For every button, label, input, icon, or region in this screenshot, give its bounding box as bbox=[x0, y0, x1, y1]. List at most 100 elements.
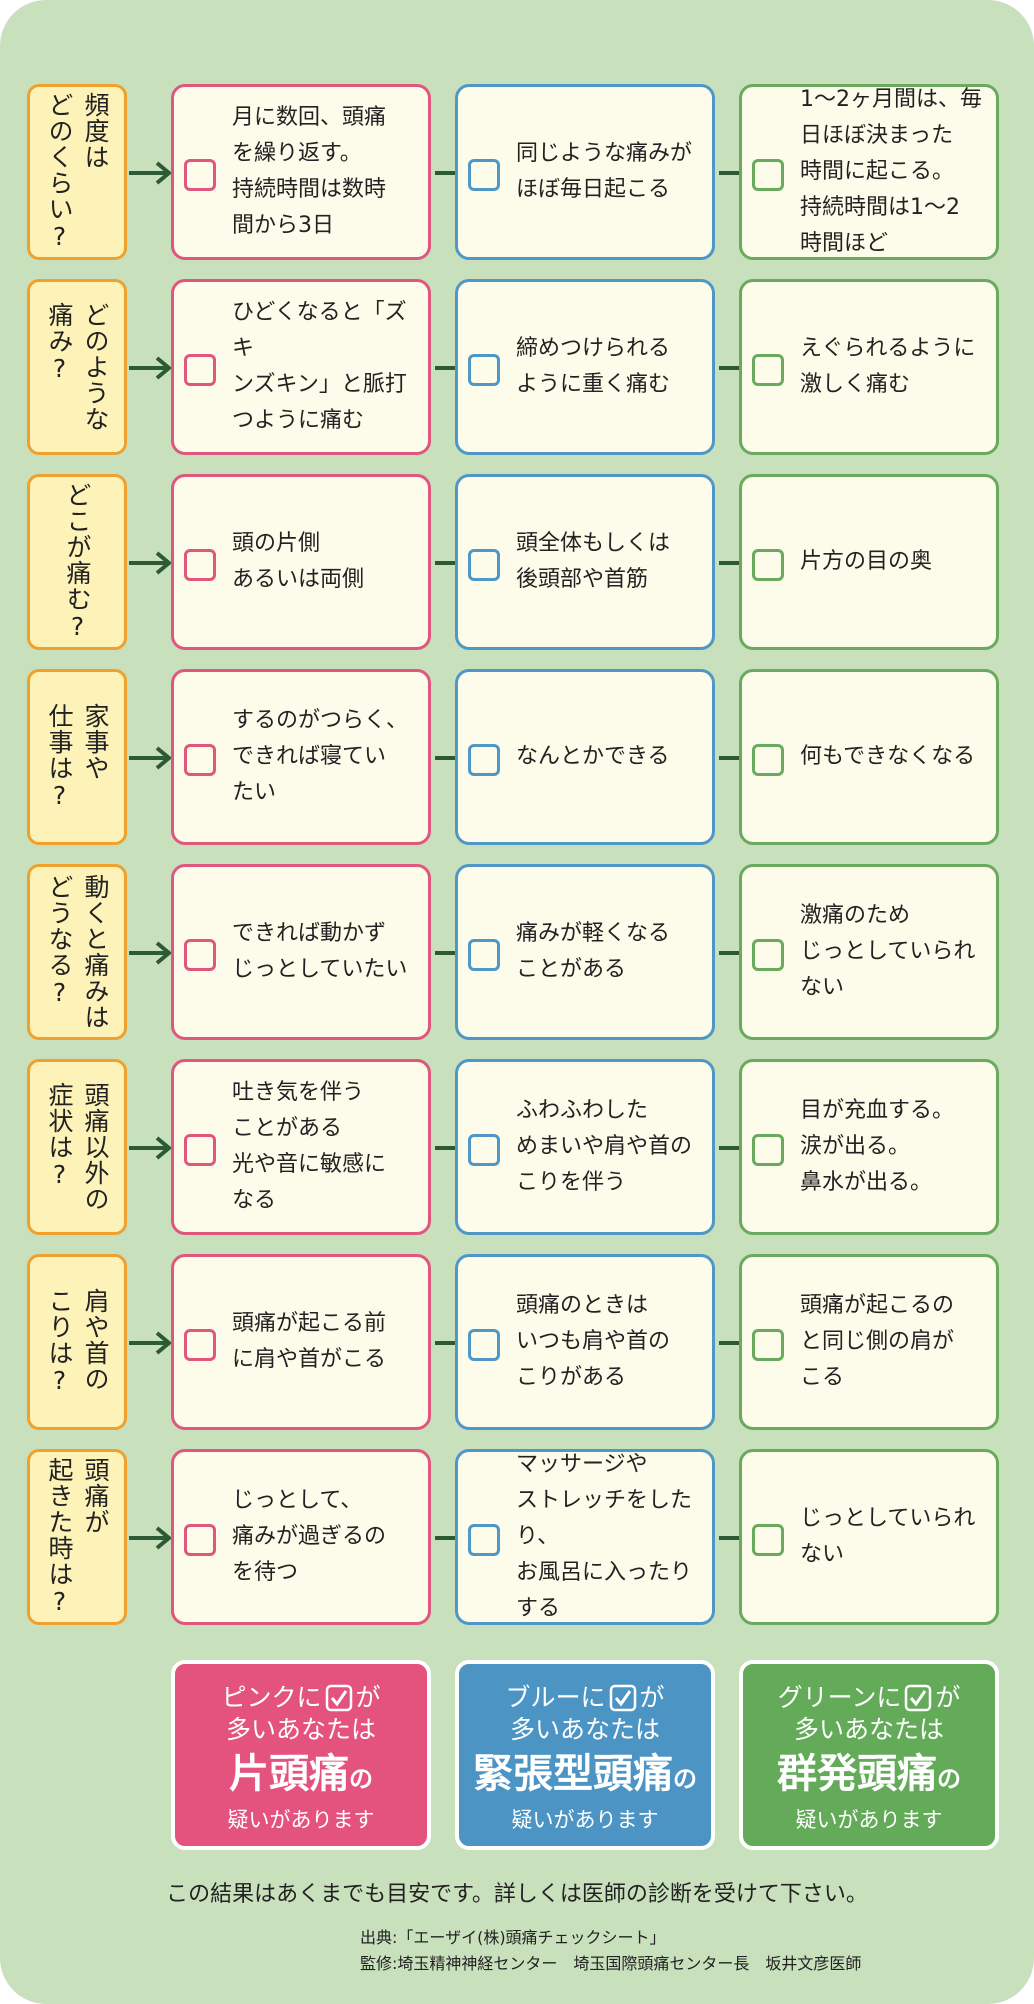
result-color-label: ブルーに bbox=[505, 1683, 606, 1712]
result-ga: が bbox=[639, 1683, 665, 1712]
option-migraine[interactable]: ひどくなると「ズキ ンズキン」と脈打 つように痛む bbox=[171, 279, 431, 455]
option-text: 激痛のため じっとしていられ ない bbox=[800, 903, 976, 1000]
option-cluster[interactable]: 何もできなくなる bbox=[739, 669, 999, 845]
connector-line bbox=[435, 951, 455, 955]
checkbox[interactable] bbox=[184, 744, 216, 776]
checkbox[interactable] bbox=[184, 1134, 216, 1166]
arrow-right-icon bbox=[127, 743, 173, 773]
connector-line bbox=[435, 1341, 455, 1345]
checklist-row: 肩や首の こりは? 頭痛が起こる前 に肩や首がこる 頭痛のときは いつも肩や首の こ… bbox=[0, 1254, 1034, 1434]
option-text: するのがつらく、 できれば寝てい たい bbox=[232, 708, 409, 805]
checklist-row: 頭痛が 起きた時は?じっとして、 痛みが過ぎるの を待つマッサージや ストレッチ… bbox=[0, 1449, 1034, 1629]
checkbox[interactable] bbox=[752, 1134, 784, 1166]
option-migraine[interactable]: 吐き気を伴う ことがある 光や音に敏感に なる bbox=[171, 1059, 431, 1235]
option-migraine[interactable]: 頭の片側 あるいは両側 bbox=[171, 474, 431, 650]
option-text: 片方の目の奥 bbox=[800, 549, 933, 574]
result-tension-headache: ブルーにが 多いあなたは 緊張型頭痛の 疑いがあります bbox=[455, 1660, 715, 1850]
option-tension[interactable]: 頭痛のときは いつも肩や首の こりがある bbox=[455, 1254, 715, 1430]
option-cluster[interactable]: 激痛のため じっとしていられ ない bbox=[739, 864, 999, 1040]
result-color-label: グリーンに bbox=[777, 1683, 902, 1712]
disclaimer-note: この結果はあくまでも目安です。詳しくは医師の診断を受けて下さい。 bbox=[166, 1882, 868, 1907]
result-line4: 疑いがあります bbox=[227, 1808, 375, 1832]
result-color-label: ピンクに bbox=[221, 1683, 322, 1712]
result-name: 片頭痛 bbox=[229, 1751, 349, 1797]
result-no: の bbox=[349, 1765, 373, 1793]
checkbox[interactable] bbox=[468, 744, 500, 776]
checkbox[interactable] bbox=[468, 1524, 500, 1556]
checkbox[interactable] bbox=[468, 939, 500, 971]
connector-line bbox=[435, 756, 455, 760]
option-text: 頭の片側 あるいは両側 bbox=[232, 531, 365, 592]
option-migraine[interactable]: できれば動かず じっとしていたい bbox=[171, 864, 431, 1040]
question-text: 動くと痛みは どうなる? bbox=[45, 874, 110, 1030]
checkbox[interactable] bbox=[184, 1524, 216, 1556]
option-migraine[interactable]: するのがつらく、 できれば寝てい たい bbox=[171, 669, 431, 845]
checkbox[interactable] bbox=[184, 354, 216, 386]
option-text: 締めつけられる ように重く痛む bbox=[516, 336, 671, 397]
option-text: 何もできなくなる bbox=[800, 744, 976, 769]
option-migraine[interactable]: 月に数回、頭痛 を繰り返す。 持続時間は数時 間から3日 bbox=[171, 84, 431, 260]
option-cluster[interactable]: 片方の目の奥 bbox=[739, 474, 999, 650]
option-text: じっとしていられ ない bbox=[800, 1506, 976, 1567]
option-text: ひどくなると「ズキ ンズキン」と脈打 つように痛む bbox=[232, 300, 407, 433]
checkbox[interactable] bbox=[468, 354, 500, 386]
checklist-row: どこが痛む?頭の片側 あるいは両側頭全体もしくは 後頭部や首筋片方の目の奥 bbox=[0, 474, 1034, 654]
connector-line bbox=[435, 561, 455, 565]
checkbox[interactable] bbox=[752, 159, 784, 191]
checkbox[interactable] bbox=[468, 549, 500, 581]
option-tension[interactable]: 痛みが軽くなる ことがある bbox=[455, 864, 715, 1040]
option-text: できれば動かず じっとしていたい bbox=[232, 921, 408, 982]
option-tension[interactable]: マッサージや ストレッチをしたり、 お風呂に入ったり する bbox=[455, 1449, 715, 1625]
checkbox[interactable] bbox=[752, 939, 784, 971]
option-text: 頭全体もしくは 後頭部や首筋 bbox=[516, 531, 671, 592]
checkbox[interactable] bbox=[184, 549, 216, 581]
arrow-right-icon bbox=[127, 1133, 173, 1163]
option-text: なんとかできる bbox=[516, 744, 670, 769]
checkmark-icon bbox=[609, 1684, 636, 1712]
question-label: 肩や首の こりは? bbox=[27, 1254, 127, 1430]
result-cluster-headache: グリーンにが 多いあなたは 群発頭痛の 疑いがあります bbox=[739, 1660, 999, 1850]
option-text: 目が充血する。 涙が出る。 鼻水が出る。 bbox=[800, 1098, 955, 1195]
checkbox[interactable] bbox=[468, 159, 500, 191]
option-cluster[interactable]: えぐられるように 激しく痛む bbox=[739, 279, 999, 455]
question-label: どのような 痛み? bbox=[27, 279, 127, 455]
checkbox[interactable] bbox=[184, 939, 216, 971]
option-tension[interactable]: 締めつけられる ように重く痛む bbox=[455, 279, 715, 455]
checkbox[interactable] bbox=[752, 354, 784, 386]
connector-line bbox=[719, 756, 739, 760]
checkbox[interactable] bbox=[184, 1329, 216, 1361]
option-text: 頭痛が起こる前 に肩や首がこる bbox=[232, 1311, 387, 1372]
checkbox[interactable] bbox=[752, 744, 784, 776]
checkbox[interactable] bbox=[184, 159, 216, 191]
result-line4: 疑いがあります bbox=[511, 1808, 659, 1832]
arrow-right-icon bbox=[127, 548, 173, 578]
option-cluster[interactable]: 目が充血する。 涙が出る。 鼻水が出る。 bbox=[739, 1059, 999, 1235]
option-tension[interactable]: なんとかできる bbox=[455, 669, 715, 845]
option-text: ふわふわした めまいや肩や首の こりを伴う bbox=[516, 1098, 693, 1195]
option-migraine[interactable]: 頭痛が起こる前 に肩や首がこる bbox=[171, 1254, 431, 1430]
option-tension[interactable]: 同じような痛みが ほぼ毎日起こる bbox=[455, 84, 715, 260]
option-text: マッサージや ストレッチをしたり、 お風呂に入ったり する bbox=[516, 1452, 693, 1621]
checkbox[interactable] bbox=[752, 1524, 784, 1556]
arrow-right-icon bbox=[127, 1523, 173, 1553]
checkbox[interactable] bbox=[752, 1329, 784, 1361]
supervisor-credit: 監修:埼玉精神神経センター 埼玉国際頭痛センター長 坂井文彦医師 bbox=[360, 1954, 862, 1973]
connector-line bbox=[719, 366, 739, 370]
checkbox[interactable] bbox=[468, 1329, 500, 1361]
option-tension[interactable]: 頭全体もしくは 後頭部や首筋 bbox=[455, 474, 715, 650]
connector-line bbox=[435, 171, 455, 175]
option-cluster[interactable]: じっとしていられ ない bbox=[739, 1449, 999, 1625]
option-migraine[interactable]: じっとして、 痛みが過ぎるの を待つ bbox=[171, 1449, 431, 1625]
question-label: 頻度は どのくらい? bbox=[27, 84, 127, 260]
result-line4: 疑いがあります bbox=[795, 1808, 943, 1832]
result-ga: が bbox=[935, 1683, 961, 1712]
option-cluster[interactable]: 頭痛が起こるの と同じ側の肩が こる bbox=[739, 1254, 999, 1430]
option-tension[interactable]: ふわふわした めまいや肩や首の こりを伴う bbox=[455, 1059, 715, 1235]
option-cluster[interactable]: 1〜2ヶ月間は、毎 日ほぼ決まった 時間に起こる。 持続時間は1〜2 時間ほど bbox=[739, 84, 999, 260]
connector-line bbox=[719, 1536, 739, 1540]
checkbox[interactable] bbox=[752, 549, 784, 581]
checkbox[interactable] bbox=[468, 1134, 500, 1166]
arrow-right-icon bbox=[127, 1328, 173, 1358]
option-text: 頭痛が起こるの と同じ側の肩が こる bbox=[800, 1293, 955, 1390]
